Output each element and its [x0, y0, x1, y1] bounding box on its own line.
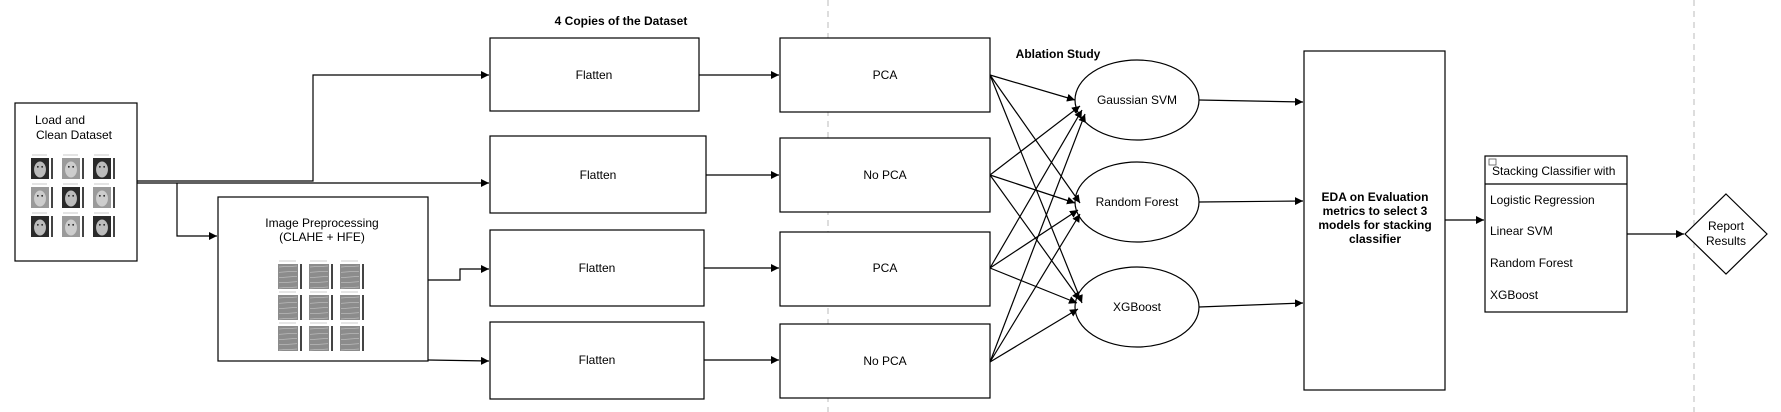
preprocess-label-line1: Image Preprocessing — [265, 216, 378, 230]
face-thumbnail — [62, 154, 84, 179]
edge-xgb-to-eda — [1198, 299, 1304, 308]
model-node-random-forest: Random Forest — [1074, 161, 1200, 243]
model-label-1: Gaussian SVM — [1097, 93, 1177, 107]
report-results-node: Report Results — [1684, 193, 1768, 275]
load-label-line1: Load and — [35, 113, 85, 127]
heading-ablation: Ablation Study — [1016, 47, 1101, 61]
stacking-item-2: Linear SVM — [1490, 224, 1553, 238]
face-thumbnail — [31, 154, 53, 179]
stacking-item-1: Logistic Regression — [1490, 193, 1595, 207]
model-node-xgboost: XGBoost — [1074, 266, 1200, 348]
stacking-classifier-node: Stacking Classifier with Logistic Regres… — [1484, 155, 1628, 313]
processed-thumbnail — [309, 322, 333, 351]
pca-label-3: PCA — [873, 261, 898, 275]
model-node-gaussian-svm: Gaussian SVM — [1074, 59, 1200, 141]
pca-node-3: PCA — [779, 231, 991, 307]
report-label-line2: Results — [1706, 234, 1746, 248]
processed-thumbnail — [340, 291, 364, 320]
flatten-label-2: Flatten — [580, 168, 617, 182]
preprocess-label-line2: (CLAHE + HFE) — [279, 230, 365, 244]
edge-rf-to-eda — [1198, 197, 1304, 206]
processed-thumbnail — [278, 322, 302, 351]
flatten-label-1: Flatten — [576, 68, 613, 82]
edge-load-to-flatten-1 — [137, 71, 489, 182]
processed-thumbnail — [340, 260, 364, 289]
heading-copies: 4 Copies of the Dataset — [555, 14, 688, 28]
pca-label-4: No PCA — [863, 354, 906, 368]
load-dataset-node: Load and Clean Dataset — [14, 102, 138, 262]
face-thumbnail — [93, 212, 115, 237]
flatten-node-1: Flatten — [489, 37, 700, 112]
processed-thumbnail — [278, 291, 302, 320]
edge-preprocess-to-flatten-3 — [428, 265, 489, 281]
face-thumbnail — [93, 154, 115, 179]
processed-thumbnails — [278, 260, 364, 351]
pca-node-2: No PCA — [779, 137, 991, 213]
edge-preprocess-to-flatten-4 — [427, 356, 490, 365]
face-thumbnail — [62, 212, 84, 237]
pca-node-4: No PCA — [779, 323, 991, 399]
model-label-3: XGBoost — [1113, 300, 1162, 314]
processed-thumbnail — [309, 260, 333, 289]
stacking-title: Stacking Classifier with — [1492, 164, 1615, 178]
stacking-item-4: XGBoost — [1490, 288, 1539, 302]
preprocessing-node: Image Preprocessing (CLAHE + HFE) — [217, 196, 429, 362]
pca-node-1: PCA — [779, 37, 991, 113]
processed-thumbnail — [340, 322, 364, 351]
face-thumbnail — [31, 183, 53, 208]
pca-label-2: No PCA — [863, 168, 906, 182]
edge-load-to-preprocess — [176, 183, 217, 240]
flatten-node-3: Flatten — [489, 229, 705, 307]
face-thumbnail — [62, 183, 84, 208]
eda-label-line3: models for stacking — [1318, 218, 1431, 232]
processed-thumbnail — [278, 260, 302, 289]
face-thumbnail — [31, 212, 53, 237]
eda-label-line2: metrics to select 3 — [1323, 204, 1428, 218]
processed-thumbnail — [309, 291, 333, 320]
flatten-label-3: Flatten — [579, 261, 616, 275]
edge-svm-to-eda — [1198, 97, 1304, 106]
flatten-label-4: Flatten — [579, 353, 616, 367]
flatten-node-2: Flatten — [489, 135, 707, 214]
model-label-2: Random Forest — [1096, 195, 1179, 209]
report-label-line1: Report — [1708, 219, 1745, 233]
stacking-item-3: Random Forest — [1490, 256, 1573, 270]
load-label-line2: Clean Dataset — [36, 128, 113, 142]
face-thumbnail — [93, 183, 115, 208]
flatten-node-4: Flatten — [489, 321, 705, 400]
face-thumbnails — [31, 154, 115, 237]
ablation-edges — [989, 74, 1086, 363]
eda-label-line4: classifier — [1349, 232, 1401, 246]
eda-label-line1: EDA on Evaluation — [1322, 190, 1429, 204]
pca-label-1: PCA — [873, 68, 898, 82]
eda-node: EDA on Evaluation metrics to select 3 mo… — [1303, 50, 1446, 391]
list-icon — [1488, 158, 1497, 166]
